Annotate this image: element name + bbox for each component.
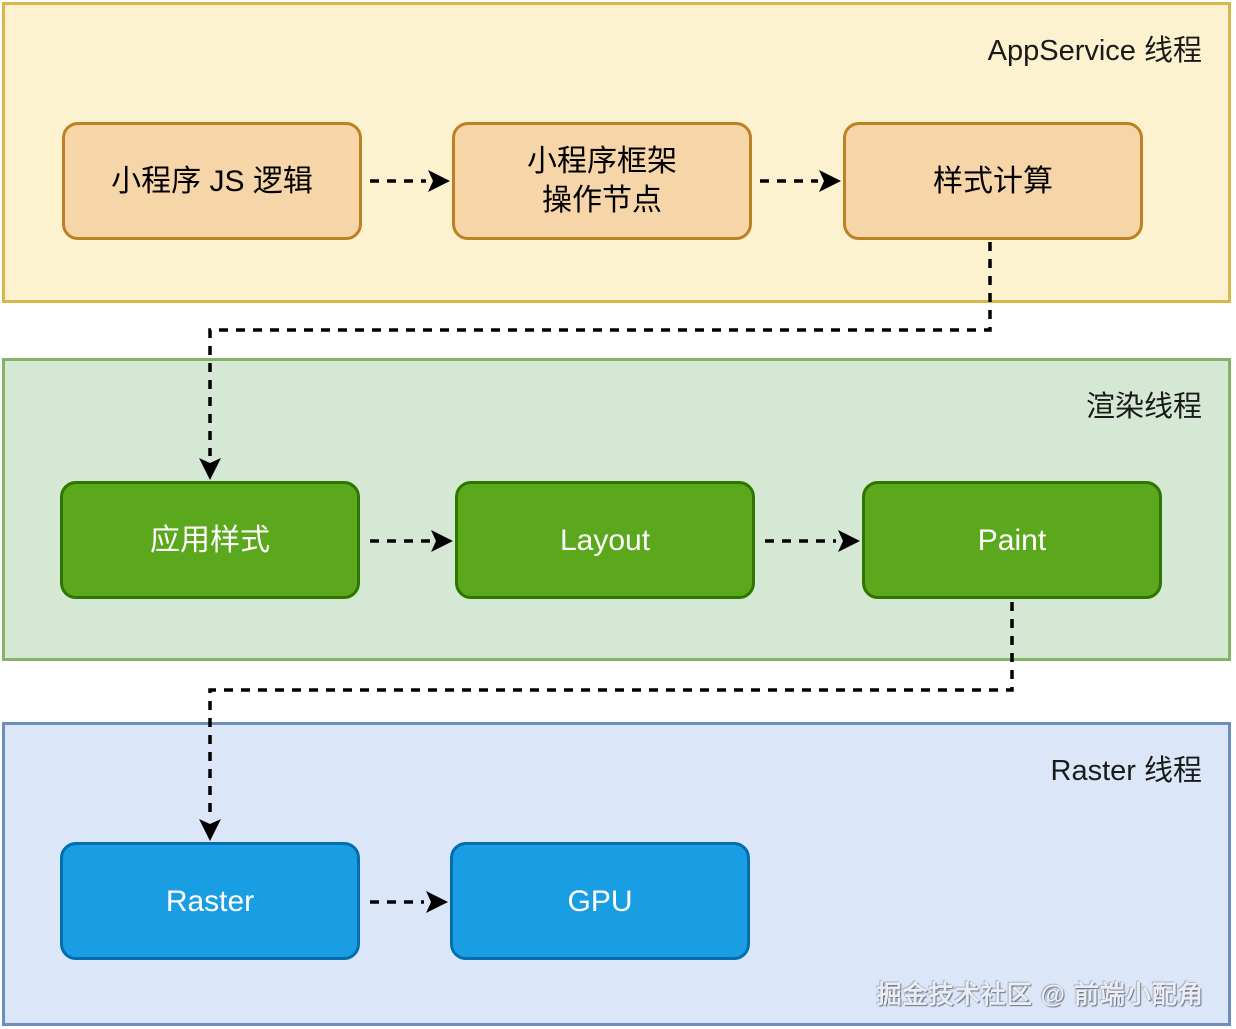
node-paint: Paint xyxy=(862,481,1162,599)
node-raster: Raster xyxy=(60,842,360,960)
node-layout: Layout xyxy=(455,481,755,599)
lane-title-render: 渲染线程 xyxy=(1085,391,1202,423)
node-miniprogram-js-logic: 小程序 JS 逻辑 xyxy=(62,122,362,240)
lane-title-raster: Raster 线程 xyxy=(1050,755,1202,787)
node-gpu: GPU xyxy=(450,842,750,960)
lane-title-appservice: AppService 线程 xyxy=(987,35,1202,67)
node-miniprogram-framework-dom-ops: 小程序框架 操作节点 xyxy=(452,122,752,240)
node-apply-style: 应用样式 xyxy=(60,481,360,599)
watermark-credit: 掘金技术社区 @ 前端小配角 xyxy=(876,981,1204,1009)
node-style-calculation: 样式计算 xyxy=(843,122,1143,240)
